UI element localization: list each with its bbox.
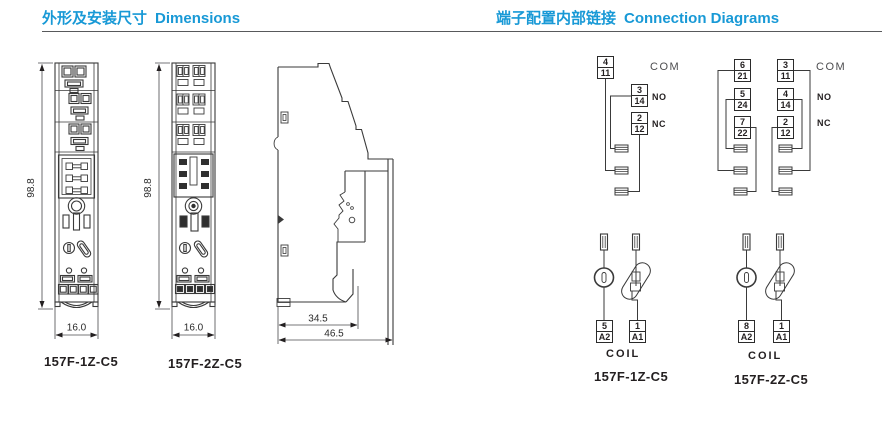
relay2-width-dim: 16.0: [184, 323, 204, 334]
relay1-dimension-lines: [38, 62, 99, 339]
coil-label-1z: COIL: [606, 348, 641, 360]
terminal-box-6-21: 6 21: [734, 59, 751, 82]
relay-front-view-1z: 98.8 16.0: [26, 62, 99, 339]
nc-label-2z: NC: [817, 118, 831, 128]
relay1-height-dim: 98.8: [26, 178, 37, 198]
relay2-height-dim: 98.8: [143, 178, 154, 198]
terminal-box-1-a1: 1 A1: [629, 320, 646, 343]
terminal-box-7-22: 7 22: [734, 116, 751, 139]
com-label-2z: COM: [816, 61, 847, 73]
terminal-pin: [599, 233, 609, 251]
connections-section-title: 端子配置内部链接 Connection Diagrams: [496, 7, 779, 28]
relay1-part-number: 157F-1Z-C5: [44, 354, 119, 369]
terminal-box-2-12: 2 12: [631, 112, 648, 135]
terminal-box-3-14: 3 14: [631, 84, 648, 107]
terminal-box-8-a2: 8 A2: [738, 320, 755, 343]
terminal-pin: [631, 233, 641, 251]
relay1-width-dim: 16.0: [67, 323, 87, 334]
no-label-2z: NO: [817, 92, 832, 102]
terminal-box-2-12-2z: 2 12: [777, 116, 794, 139]
dimensions-title-en: Dimensions: [155, 10, 241, 27]
coil1-part-number: 157F-1Z-C5: [594, 369, 669, 384]
contact-symbols: [614, 144, 629, 196]
connections-title-en: Connection Diagrams: [624, 10, 780, 27]
relay2-part-number: 157F-2Z-C5: [168, 356, 243, 371]
diode-module-symbol: [621, 262, 651, 300]
connections-title-zh: 端子配置内部链接: [496, 10, 617, 27]
terminal-box-5-a2: 5 A2: [596, 320, 613, 343]
nc-label-1z: NC: [652, 119, 666, 129]
header-divider: [42, 31, 882, 32]
dimensions-section-title: 外形及安装尺寸 Dimensions: [42, 7, 240, 28]
indicator-lamp-symbol: [736, 267, 757, 288]
relay2-dimension-lines: [155, 62, 216, 339]
coil2-part-number: 157F-2Z-C5: [734, 372, 809, 387]
terminal-box-4-14: 4 14: [777, 88, 794, 111]
diode-module-symbol: [765, 262, 795, 300]
side-depth-inner-dim: 34.5: [308, 314, 328, 325]
terminal-pin: [775, 233, 785, 251]
terminal-box-3-11: 3 11: [777, 59, 794, 82]
side-dimension-lines: [277, 286, 393, 344]
no-label-1z: NO: [652, 92, 667, 102]
terminal-pin: [742, 233, 751, 251]
terminal-box-4-11: 4 11: [597, 56, 614, 79]
relay-side-view: 34.5 46.5: [273, 62, 394, 345]
contact-symbols: [733, 144, 793, 196]
dimensions-title-zh: 外形及安装尺寸: [42, 10, 148, 27]
connection-diagram-2z-wires: [717, 70, 811, 196]
coil-diagram-1z: [593, 233, 651, 320]
com-label-1z: COM: [650, 61, 681, 73]
terminal-box-5-24: 5 24: [734, 88, 751, 111]
terminal-box-1-a1-2z: 1 A1: [773, 320, 790, 343]
connection-diagram-1z-wires: [605, 79, 640, 196]
coil-diagram-2z: [736, 233, 795, 320]
indicator-lamp-symbol: [593, 267, 615, 288]
side-depth-total-dim: 46.5: [324, 329, 344, 340]
coil-label-2z: COIL: [748, 350, 783, 362]
relay-front-view-2z: 98.8 16.0: [143, 62, 216, 339]
